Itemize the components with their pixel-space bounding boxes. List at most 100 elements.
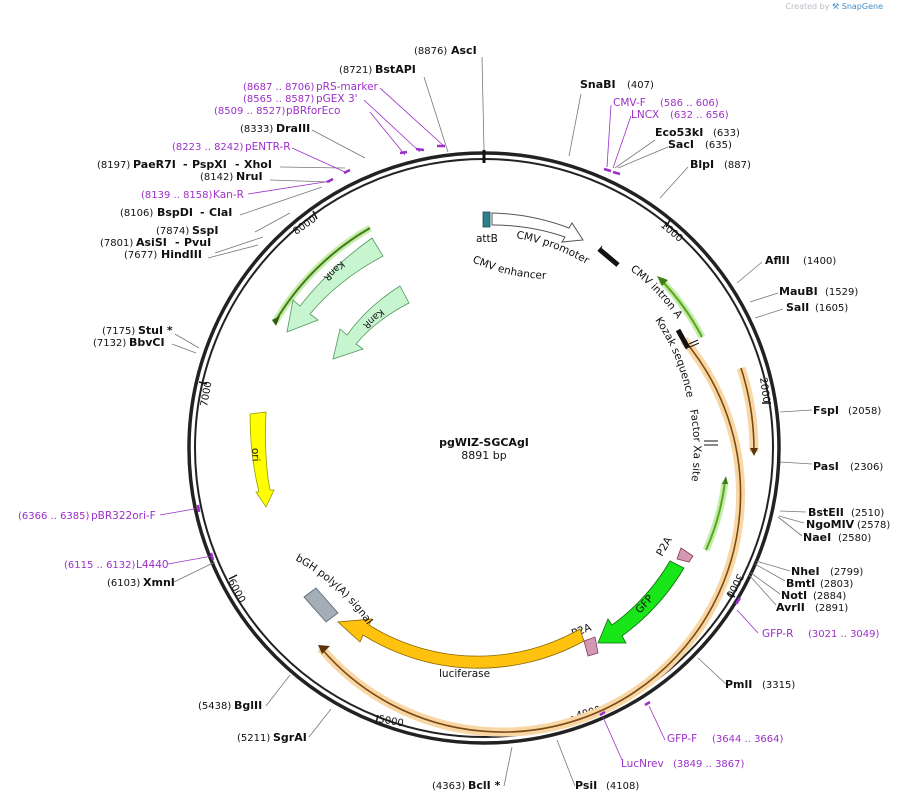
svg-text:1000: 1000: [658, 220, 685, 245]
svg-text:(2306): (2306): [850, 462, 883, 473]
primer-label-kan-r: (8139 .. 8158) Kan-R: [141, 189, 244, 201]
luciferase-feature: [337, 618, 585, 669]
primer-label-lucnrev: LucNrev (3849 .. 3867): [621, 758, 745, 770]
svg-text:SalI: SalI: [786, 301, 809, 314]
svg-text:(6115 .. 6132): (6115 .. 6132): [64, 560, 136, 571]
factor-xa-mark: [704, 440, 718, 446]
svg-text:(2891): (2891): [815, 603, 848, 614]
svg-text:(7132): (7132): [93, 338, 126, 349]
credit-brand: SnapGene: [841, 2, 883, 11]
site-label-nheI: NheI (2799): [791, 565, 863, 578]
snapgene-logo-icon: ⚒: [832, 2, 840, 11]
svg-text:BclI *: BclI *: [468, 779, 501, 792]
luciferase-label: luciferase: [439, 668, 490, 680]
svg-text:pBR322ori-F: pBR322ori-F: [91, 510, 156, 522]
site-label-psiI: PsiI (4108): [575, 779, 639, 792]
site-label-blpI: BlpI (887): [690, 158, 751, 171]
svg-text:-: -: [200, 206, 205, 219]
svg-text:GFP-F: GFP-F: [667, 733, 697, 745]
svg-text:(2799): (2799): [830, 567, 863, 578]
site-label-bspDI: (8106) BspDI - ClaI: [120, 206, 232, 219]
kanr-inner-feature: [332, 285, 410, 360]
site-label-hindIII: (7677) HindIII: [124, 248, 202, 261]
svg-text:(8139 .. 8158): (8139 .. 8158): [141, 190, 213, 201]
svg-text:BstAPI: BstAPI: [375, 63, 416, 76]
svg-text:BstEII: BstEII: [808, 506, 844, 519]
svg-text:XmnI: XmnI: [143, 576, 175, 589]
svg-text:(4108): (4108): [606, 781, 639, 792]
orf-orange-arc-short: [736, 366, 759, 456]
svg-text:(407): (407): [627, 80, 654, 91]
svg-text:(3644 .. 3664): (3644 .. 3664): [712, 734, 784, 745]
svg-text:PspXI: PspXI: [192, 158, 227, 171]
svg-text:BmtI: BmtI: [786, 577, 815, 590]
kozak-label: Kozak sequence: [652, 315, 695, 399]
primer-label-l4440: (6115 .. 6132) L4440: [64, 559, 169, 571]
bgh-polya-feature: [303, 587, 339, 623]
svg-text:(1400): (1400): [803, 256, 836, 267]
svg-text:(2884): (2884): [813, 591, 846, 602]
site-label-fspI: FspI (2058): [813, 404, 881, 417]
primer-label-prs-marker: (8687 .. 8706) pRS-marker: [243, 81, 379, 93]
svg-text:(8333): (8333): [240, 124, 273, 135]
site-label-ngoMIV: NgoMIV (2578): [806, 518, 890, 531]
svg-text:P2A: P2A: [654, 534, 675, 558]
svg-text:NotI: NotI: [781, 589, 807, 602]
site-label-paeR7I: (8197) PaeR7I - PspXI - XhoI: [97, 158, 272, 171]
site-label-pmlI: PmlI (3315): [725, 678, 795, 691]
svg-text:ori: ori: [249, 448, 261, 462]
svg-text:CMV-F: CMV-F: [613, 97, 646, 109]
svg-text:PasI: PasI: [813, 460, 839, 473]
svg-text:-: -: [235, 158, 240, 171]
orf-green-arc-kan: [271, 224, 372, 326]
svg-text:SspI: SspI: [192, 224, 218, 237]
svg-text:PmlI: PmlI: [725, 678, 752, 691]
primer-label-gfp-r: GFP-R (3021 .. 3049): [762, 628, 880, 640]
svg-text:-: -: [183, 158, 188, 171]
svg-text:(3315): (3315): [762, 680, 795, 691]
svg-text:LucNrev: LucNrev: [621, 758, 664, 770]
svg-text:DraIII: DraIII: [276, 122, 310, 135]
svg-text:GFP-R: GFP-R: [762, 628, 793, 640]
site-label-bmtI: BmtI (2803): [786, 577, 853, 590]
svg-text:(3021 .. 3049): (3021 .. 3049): [808, 629, 880, 640]
svg-text:6000: 6000: [225, 577, 247, 605]
orf-green-arc-lower: [702, 476, 729, 552]
primer-label-lncx: LNCX (632 .. 656): [631, 109, 729, 121]
svg-text:5000: 5000: [377, 714, 404, 729]
svg-text:BspDI: BspDI: [157, 206, 193, 219]
plasmid-backbone: [187, 150, 781, 745]
site-label-pasI: PasI (2306): [813, 460, 883, 473]
kozak-bar: [675, 328, 700, 350]
svg-text:BlpI: BlpI: [690, 158, 714, 171]
svg-text:(635): (635): [705, 140, 732, 151]
svg-text:(5438): (5438): [198, 701, 231, 712]
site-label-sacI: SacI (635): [668, 138, 732, 151]
attb-feature: attB: [476, 211, 498, 245]
svg-text:(8106): (8106): [120, 208, 153, 219]
svg-text:NgoMIV: NgoMIV: [806, 518, 855, 531]
site-label-sspI: (7874) SspI: [156, 224, 218, 237]
svg-text:8000: 8000: [291, 214, 318, 238]
svg-text:2000: 2000: [757, 377, 771, 404]
site-label-bstAPI: (8721) BstAPI: [339, 63, 416, 76]
svg-text:Eco53kI: Eco53kI: [655, 126, 703, 139]
svg-text:AscI: AscI: [451, 44, 477, 57]
svg-text:(8687 .. 8706): (8687 .. 8706): [243, 82, 315, 93]
svg-text:SgrAI: SgrAI: [273, 731, 307, 744]
site-label-sgrAI: (5211) SgrAI: [237, 731, 307, 744]
site-label-bglII: (5438) BglII: [198, 699, 262, 712]
orf-orange-arc: [317, 337, 746, 737]
primer-label-pbrforeco: (8509 .. 8527) pBRforEco: [214, 105, 340, 117]
svg-text:BbvCI: BbvCI: [129, 336, 165, 349]
svg-text:(3849 .. 3867): (3849 .. 3867): [673, 759, 745, 770]
gfp-feature: GFP: [597, 560, 685, 644]
svg-text:(2058): (2058): [848, 406, 881, 417]
svg-text:PaeR7I: PaeR7I: [133, 158, 176, 171]
tick-7000: 7000: [198, 381, 214, 408]
svg-text:(8142): (8142): [200, 172, 233, 183]
svg-text:PsiI: PsiI: [575, 779, 597, 792]
svg-text:7000: 7000: [199, 381, 214, 408]
svg-text:HindIII: HindIII: [161, 248, 202, 261]
svg-text:(2510): (2510): [851, 508, 884, 519]
